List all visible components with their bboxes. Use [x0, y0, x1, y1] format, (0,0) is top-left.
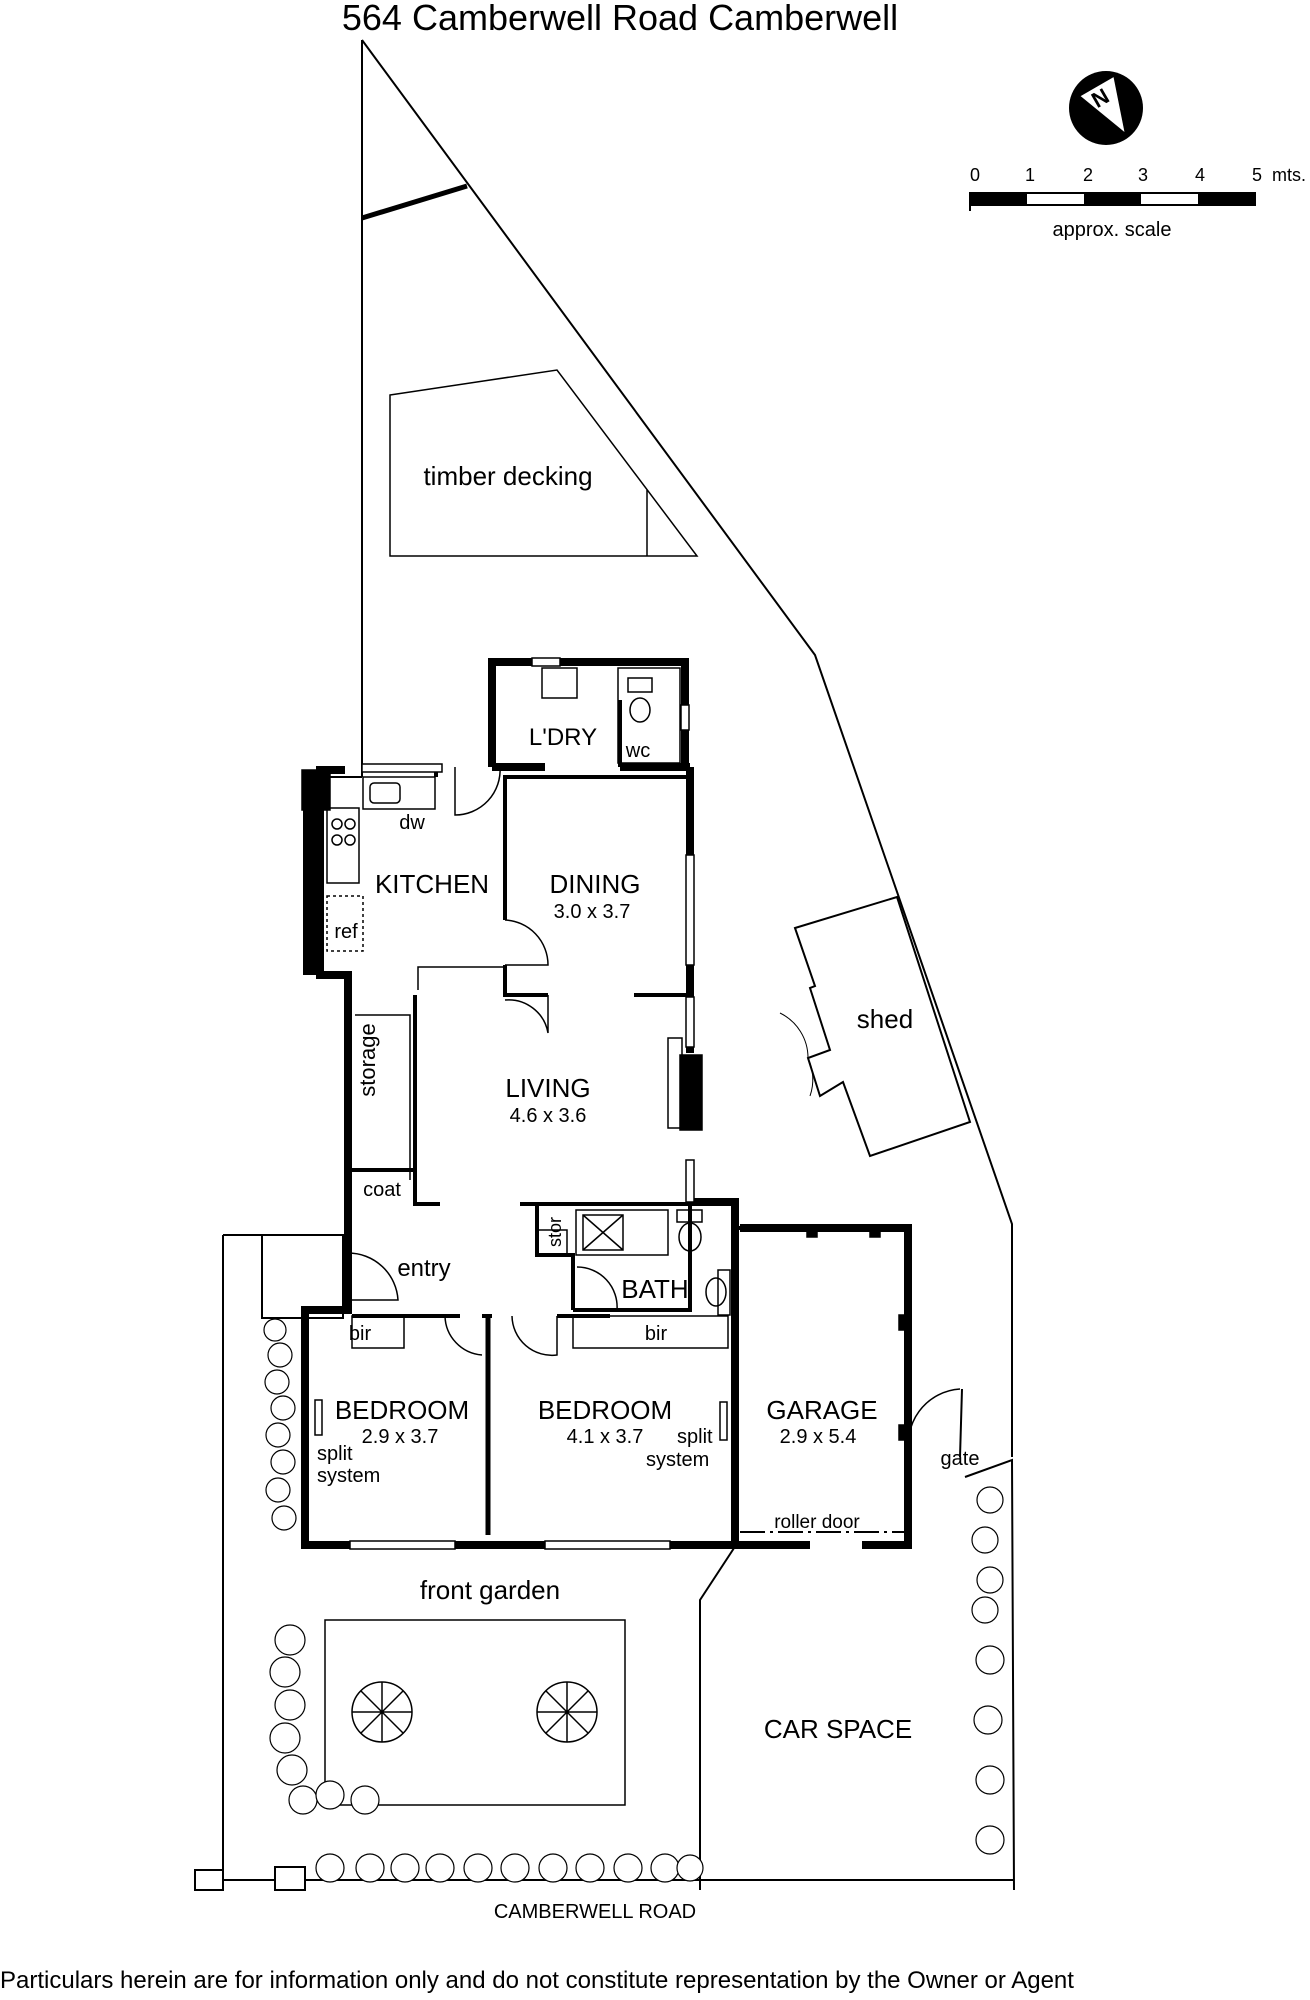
garage-label: GARAGE [766, 1395, 877, 1425]
windows [349, 657, 695, 1550]
bedroom1-label: BEDROOM [335, 1395, 469, 1425]
tree-icon [536, 1681, 598, 1743]
timber-decking-label: timber decking [423, 461, 592, 491]
bedroom1-system-label: system [317, 1465, 380, 1487]
ac-units [301, 769, 910, 1441]
scale-tick: 1 [1025, 165, 1035, 185]
hedge-shrubs [263, 1318, 1005, 1883]
living-size: 4.6 x 3.6 [510, 1105, 587, 1127]
laundry-label: L'DRY [529, 724, 597, 751]
gate-label: gate [941, 1448, 980, 1470]
kitchen-fixtures [326, 776, 505, 1180]
scale-caption: approx. scale [1053, 219, 1172, 241]
doors [347, 766, 961, 1458]
scale-bar: 0 1 2 3 4 5 mts. approx. scale [969, 165, 1306, 241]
site-boundary [194, 39, 1015, 1891]
garage-size: 2.9 x 5.4 [780, 1426, 857, 1448]
plan-title: 564 Camberwell Road Camberwell [342, 0, 898, 38]
scale-tick: 4 [1195, 165, 1205, 185]
wc-label: wc [625, 740, 650, 762]
bedroom2-system-label: system [646, 1449, 709, 1471]
dining-label: DINING [550, 869, 641, 899]
disclaimer: Particulars herein are for information o… [0, 1967, 1074, 1994]
bedroom1-size: 2.9 x 3.7 [362, 1426, 439, 1448]
bedroom2-size: 4.1 x 3.7 [567, 1426, 644, 1448]
bedroom2-label: BEDROOM [538, 1395, 672, 1425]
fridge-label: ref [334, 921, 358, 943]
front-garden-label: front garden [420, 1575, 560, 1605]
scale-tick: 2 [1083, 165, 1093, 185]
street-label: CAMBERWELL ROAD [494, 1901, 696, 1923]
tree-icon [351, 1681, 413, 1743]
scale-tick: 3 [1138, 165, 1148, 185]
scale-tick: 5 [1252, 165, 1262, 185]
north-arrow-icon: N [1069, 71, 1143, 145]
dining-size: 3.0 x 3.7 [554, 901, 631, 923]
timber-decking: timber decking [389, 369, 699, 557]
roller-door-label: roller door [774, 1512, 860, 1533]
scale-tick: 0 [970, 165, 980, 185]
kitchen-label: KITCHEN [375, 869, 489, 899]
bath-label: BATH [621, 1274, 688, 1304]
entry-label: entry [397, 1255, 450, 1282]
bir2-label: bir [645, 1323, 668, 1345]
wet-area-fixtures [351, 667, 731, 1349]
stor-label: stor [545, 1217, 565, 1247]
dishwasher-label: dw [399, 812, 425, 834]
bedroom1-split-label: split [317, 1443, 353, 1465]
car-space-label: CAR SPACE [764, 1714, 912, 1744]
bedroom2-split-label: split [677, 1426, 713, 1448]
coat-label: coat [363, 1179, 401, 1201]
living-label: LIVING [505, 1073, 590, 1103]
shed: shed [779, 895, 972, 1158]
front-garden-features [324, 1619, 626, 1806]
bir1-label: bir [349, 1323, 372, 1345]
shed-label: shed [857, 1004, 913, 1034]
storage-label: storage [355, 1023, 380, 1096]
scale-unit: mts. [1272, 165, 1306, 185]
